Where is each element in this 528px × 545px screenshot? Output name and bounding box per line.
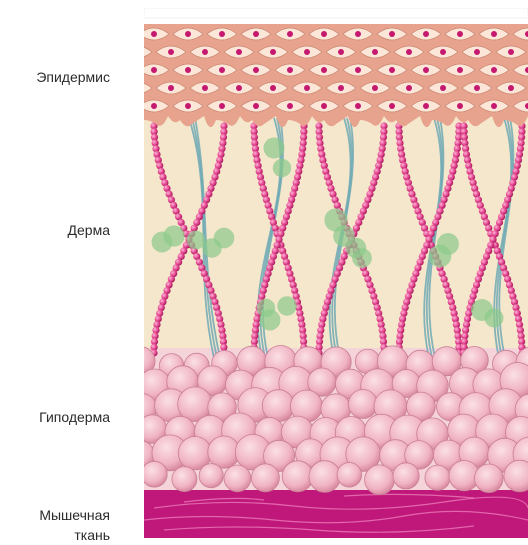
fibroblast-cell [163, 225, 184, 246]
fat-cell [365, 465, 395, 495]
fibroblast-cell [485, 309, 504, 328]
fibroblast-cell [214, 228, 235, 249]
fibroblast-cell [263, 137, 284, 158]
hypodermis-label: Гиподерма [39, 407, 110, 427]
fat-cell [393, 463, 419, 489]
fat-cell [349, 390, 378, 419]
fat-cell [337, 463, 362, 488]
epidermis-layer [144, 24, 528, 127]
fat-cell [251, 464, 279, 492]
fat-cell [262, 390, 294, 422]
fat-cell [172, 467, 197, 492]
fat-cell [425, 465, 450, 490]
muscle-layer [144, 490, 528, 538]
fat-cell [282, 461, 313, 492]
fibroblast-cell [260, 310, 281, 331]
dermis-label: Дерма [68, 220, 110, 240]
fat-cell [309, 461, 341, 493]
fibroblast-cell [273, 159, 291, 177]
fibroblast-cell [277, 296, 296, 315]
top-edge [144, 8, 528, 18]
fat-cell [475, 464, 504, 493]
fat-cells [144, 346, 528, 495]
muscle-label: Мышечная ткань [10, 505, 110, 545]
epidermis-label: Эпидермис [36, 67, 110, 87]
fat-cell [144, 461, 167, 487]
skin-layers-diagram [144, 8, 528, 544]
fibroblast-cell [352, 248, 372, 268]
fat-cell [199, 464, 223, 488]
fat-cell [224, 465, 251, 492]
fibroblast-cell [437, 233, 459, 255]
